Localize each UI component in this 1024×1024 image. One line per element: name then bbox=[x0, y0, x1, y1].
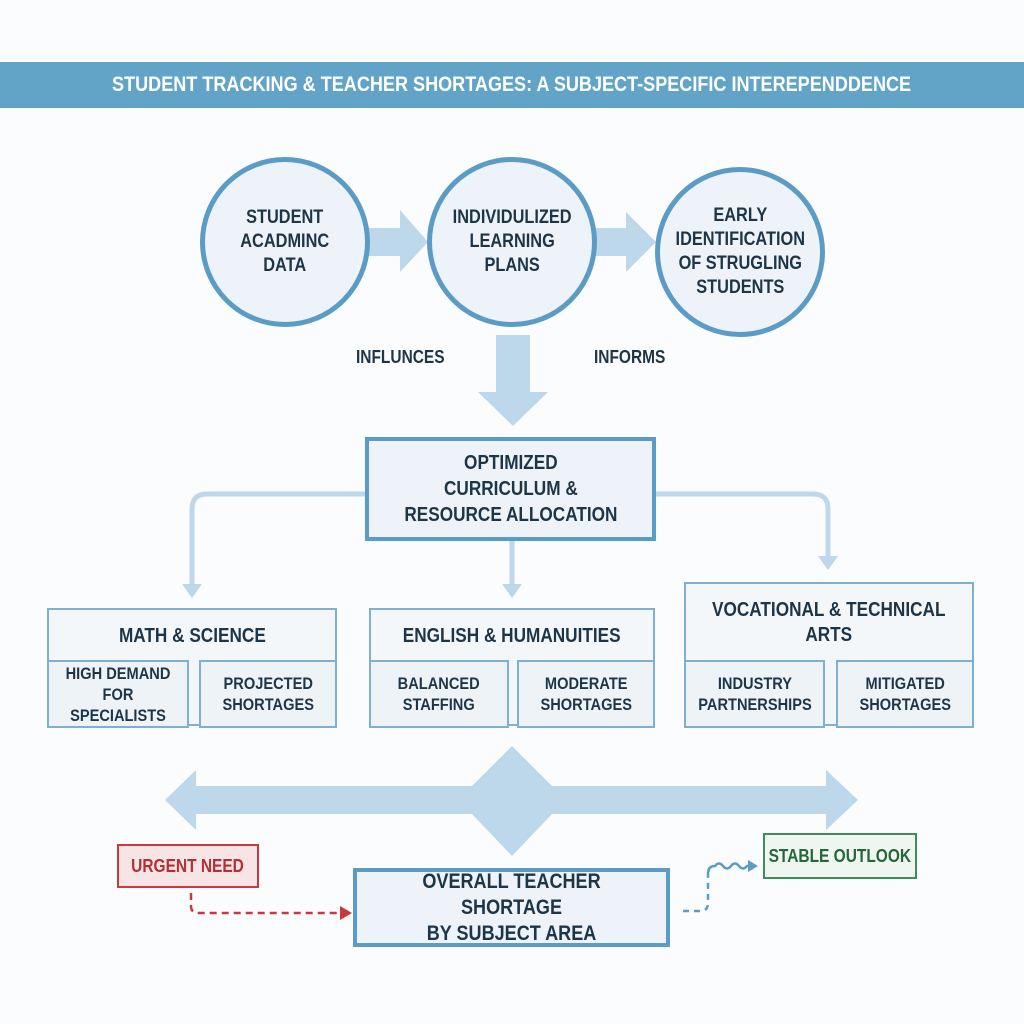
arrow-plans-to-identification bbox=[596, 212, 656, 272]
stable-outlook-tag: STABLE OUTLOOK bbox=[763, 833, 917, 879]
node-individualized-learning-plans: INDIVIDULIZED LEARNING PLANS bbox=[427, 157, 597, 327]
title-banner: STUDENT TRACKING & TEACHER SHORTAGES: A … bbox=[0, 62, 1024, 108]
urgent-connector bbox=[189, 893, 340, 915]
subject-cell: MODERATE SHORTAGES bbox=[517, 660, 655, 728]
subject-title-text: MATH & SCIENCE bbox=[118, 624, 266, 647]
node-label: STUDENT ACADMINC DATA bbox=[240, 207, 330, 276]
arrow-down-to-curriculum bbox=[478, 335, 548, 426]
node-label: INDIVIDULIZED LEARNING PLANS bbox=[452, 207, 572, 276]
subject-cell: HIGH DEMAND FOR SPECIALISTS bbox=[47, 660, 189, 728]
subject-cell-text: MITIGATED SHORTAGES bbox=[859, 674, 951, 714]
subject-cell-text: BALANCED STAFFING bbox=[397, 674, 481, 714]
subject-cell-text: PROJECTED SHORTAGES bbox=[222, 674, 314, 714]
stable-outlook-label: STABLE OUTLOOK bbox=[768, 845, 912, 866]
subject-cell-text: INDUSTRY PARTNERSHIPS bbox=[697, 674, 812, 714]
urgent-need-label: URGENT NEED bbox=[131, 855, 245, 876]
subject-cell-text: MODERATE SHORTAGES bbox=[540, 674, 632, 714]
node-label: EARLY IDENTIFICATION OF STRUGLING STUDEN… bbox=[675, 205, 805, 298]
connector-to-math bbox=[189, 491, 365, 585]
node-label: OVERALL TEACHER SHORTAGE BY SUBJECT AREA bbox=[422, 869, 601, 945]
arrow-data-to-plans bbox=[368, 210, 428, 272]
stable-connector bbox=[683, 874, 710, 913]
arrowhead-math bbox=[182, 584, 202, 598]
urgent-arrowhead bbox=[340, 906, 352, 920]
diagram-title: STUDENT TRACKING & TEACHER SHORTAGES: A … bbox=[112, 73, 912, 96]
stable-arrowhead bbox=[748, 860, 758, 872]
node-early-identification: EARLY IDENTIFICATION OF STRUGLING STUDEN… bbox=[655, 167, 825, 337]
subject-cell-text: HIGH DEMAND FOR SPECIALISTS bbox=[65, 663, 171, 725]
subject-title-text: ENGLISH & HUMANUITIES bbox=[403, 624, 621, 647]
double-arrow-spectrum bbox=[165, 746, 858, 856]
connector-to-vocational bbox=[655, 491, 831, 557]
stable-wave bbox=[706, 862, 750, 875]
subject-vocational-technical: VOCATIONAL & TECHNICAL ARTS INDUSTRY PAR… bbox=[684, 582, 974, 728]
edge-label-informs: INFORMS bbox=[594, 347, 666, 367]
subject-english-humanities: ENGLISH & HUMANUITIES BALANCED STAFFING … bbox=[369, 608, 655, 728]
subject-math-science: MATH & SCIENCE HIGH DEMAND FOR SPECIALIS… bbox=[47, 608, 337, 728]
subject-title: ENGLISH & HUMANUITIES bbox=[371, 610, 653, 662]
arrowhead-english bbox=[502, 584, 522, 598]
urgent-need-tag: URGENT NEED bbox=[117, 844, 259, 888]
node-overall-teacher-shortage: OVERALL TEACHER SHORTAGE BY SUBJECT AREA bbox=[353, 868, 670, 947]
subject-cell: MITIGATED SHORTAGES bbox=[836, 660, 974, 728]
edge-label-influences: INFLUNCES bbox=[356, 347, 445, 367]
subject-title: MATH & SCIENCE bbox=[49, 610, 335, 662]
subject-cell: INDUSTRY PARTNERSHIPS bbox=[684, 660, 825, 728]
subject-title-text: VOCATIONAL & TECHNICAL ARTS bbox=[712, 599, 946, 646]
subject-title: VOCATIONAL & TECHNICAL ARTS bbox=[686, 584, 972, 662]
subject-cell: BALANCED STAFFING bbox=[369, 660, 509, 728]
node-optimized-curriculum: OPTIMIZED CURRICULUM & RESOURCE ALLOCATI… bbox=[365, 437, 656, 541]
subject-cell: PROJECTED SHORTAGES bbox=[199, 660, 337, 728]
node-student-academic-data: STUDENT ACADMINC DATA bbox=[200, 157, 370, 327]
arrowhead-vocational bbox=[818, 556, 838, 570]
node-label: OPTIMIZED CURRICULUM & RESOURCE ALLOCATI… bbox=[403, 452, 618, 526]
